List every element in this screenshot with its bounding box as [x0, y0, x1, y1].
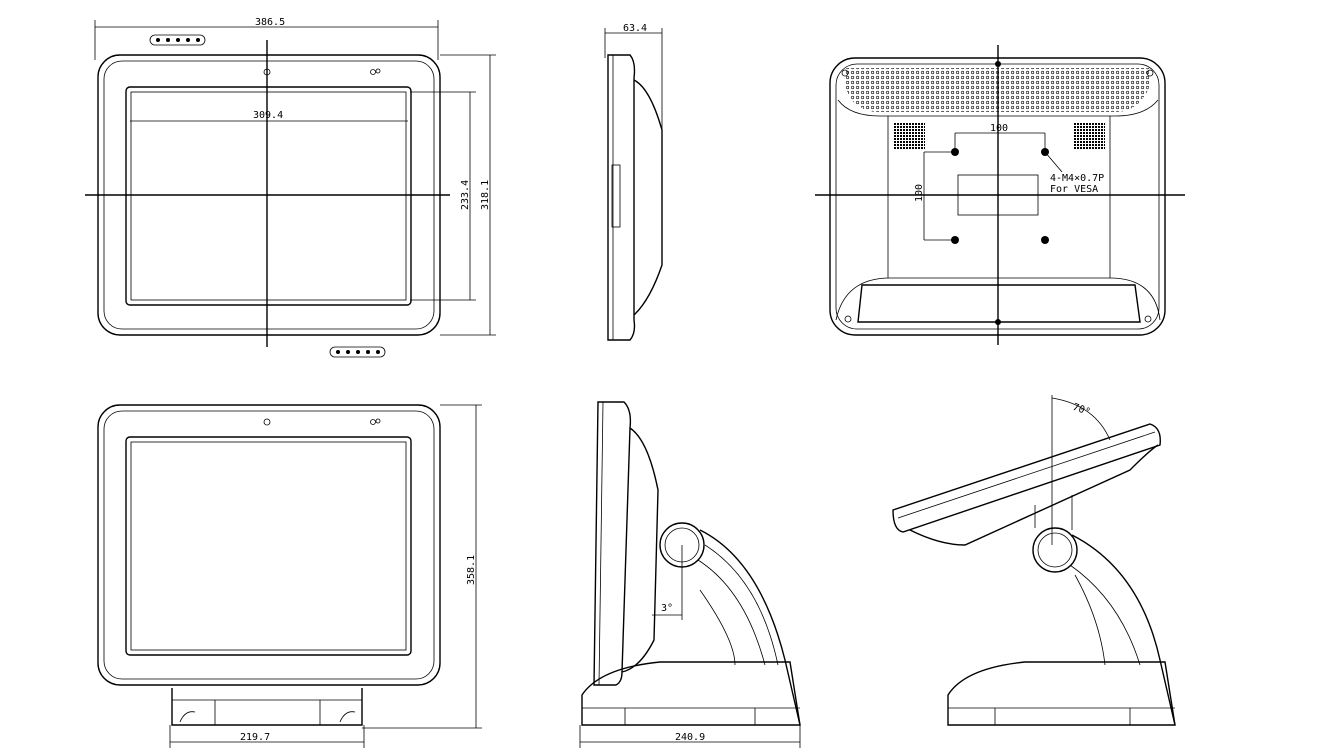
front-view: 386.5 309.4 233.4 318.1 [85, 17, 496, 358]
dim-height-with-stand: 358.1 [466, 555, 477, 585]
vesa-note-line2: For VESA [1050, 184, 1098, 195]
dim-base-width: 219.7 [240, 732, 270, 743]
connector-strip [149, 34, 206, 46]
dim-screen-width: 309.4 [253, 110, 283, 121]
side-with-stand-view: 3° 240.9 [579, 401, 801, 748]
front-with-stand-view: 358.1 219.7 [97, 404, 482, 748]
side-view: 63.4 [604, 23, 663, 341]
tilt-angle-70-label: 70° [1071, 402, 1092, 419]
dim-overall-width: 386.5 [255, 17, 285, 28]
dim-depth: 63.4 [623, 23, 647, 34]
rear-view: 100 100 4-M4×0.7P For VESA [815, 45, 1185, 345]
tilt-angle-label: 3° [661, 603, 673, 614]
dim-vesa-horizontal: 100 [990, 123, 1008, 134]
dim-overall-height: 318.1 [480, 180, 491, 210]
dim-vesa-vertical: 100 [914, 184, 925, 202]
vesa-note-line1: 4-M4×0.7P [1050, 173, 1104, 184]
tilted-view: 70° [892, 395, 1176, 726]
dim-base-depth: 240.9 [675, 732, 705, 743]
connector-strip [329, 346, 386, 358]
dim-screen-height: 233.4 [460, 180, 471, 210]
